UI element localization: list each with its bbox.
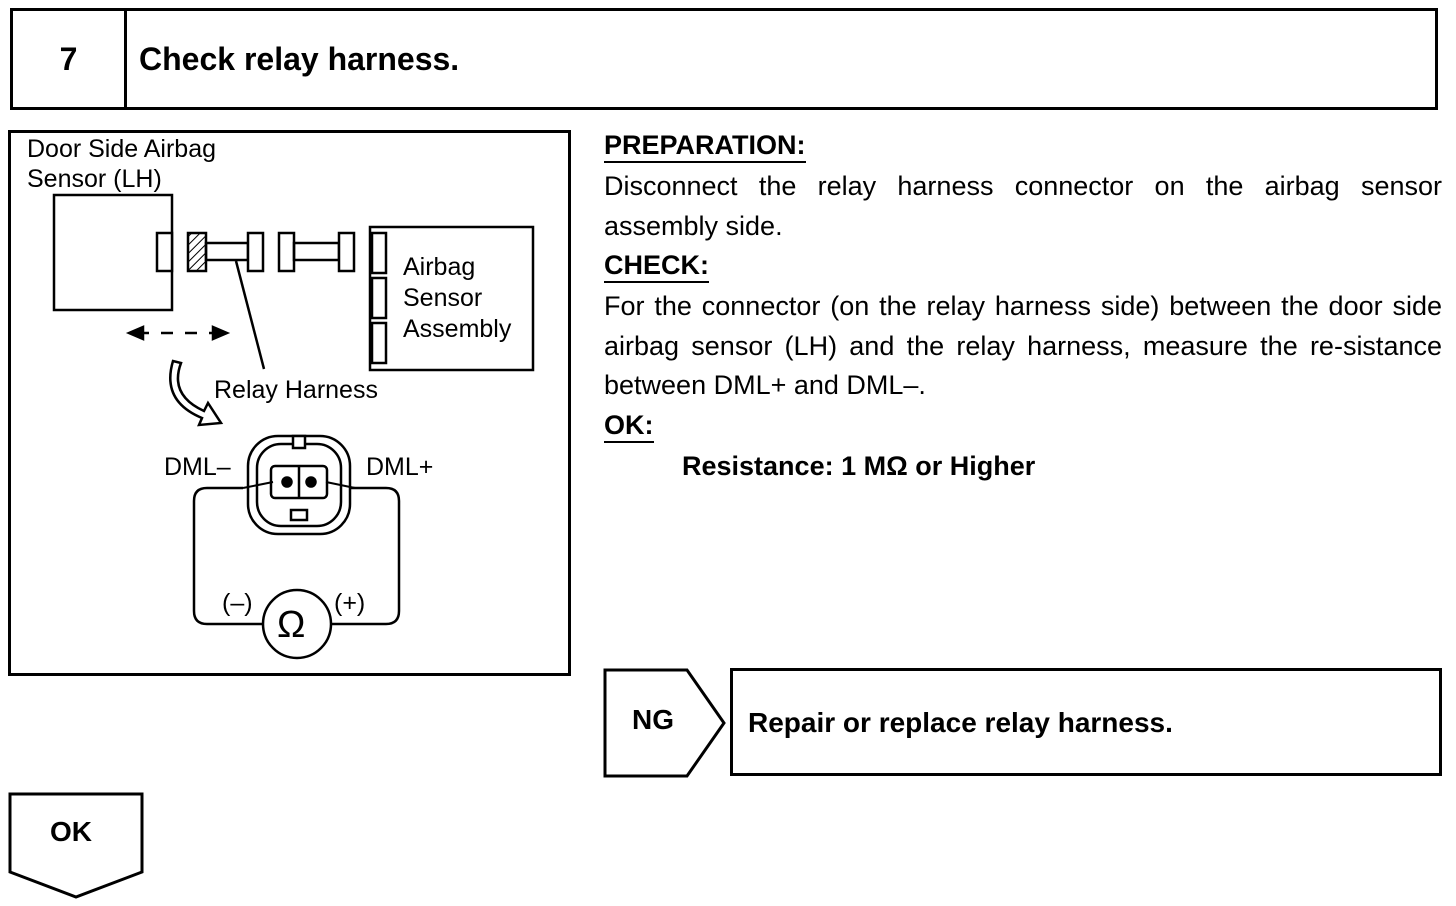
terminal-minus-label: DML– — [164, 453, 231, 481]
door-sensor-label-line2: Sensor (LH) — [27, 165, 162, 193]
meter-minus-label: (–) — [222, 589, 253, 617]
ng-action-box: Repair or replace relay harness. — [730, 668, 1442, 776]
door-sensor-label-line1: Door Side Airbag — [27, 135, 217, 163]
terminal-plus-label: DML+ — [366, 453, 434, 481]
ok-arrow — [8, 792, 144, 899]
airbag-assembly-body — [368, 225, 535, 372]
ok-label: OK — [50, 816, 92, 847]
ng-action-text: Repair or replace relay harness. — [748, 707, 1173, 738]
door-sensor-connector — [155, 231, 174, 273]
check-text: For the connector (on the relay harness … — [604, 291, 1442, 400]
meter-plus-label: (+) — [334, 589, 366, 617]
measurement-wire — [192, 486, 263, 626]
preparation-heading: PREPARATION: — [604, 129, 806, 163]
door-sensor-body — [52, 193, 174, 312]
airbag-assembly-label-line1: Airbag — [403, 253, 476, 281]
disconnect-arrow — [125, 325, 145, 341]
step-header: 7 Check relay harness. — [10, 8, 1438, 110]
ok-heading: OK: — [604, 409, 654, 443]
curved-arrow — [169, 359, 224, 427]
preparation-text: Disconnect the relay harness connector o… — [604, 171, 1442, 241]
relay-harness-label: Relay Harness — [214, 376, 378, 404]
airbag-assembly-label-line3: Assembly — [403, 315, 512, 343]
relay-connector-hatched — [186, 231, 208, 273]
check-heading: CHECK: — [604, 249, 709, 283]
instructions: PREPARATION: Disconnect the relay harnes… — [604, 126, 1442, 486]
wiring-illustration: Door Side Airbag Sensor (LH) Airbag Sens… — [8, 130, 571, 676]
ohmmeter — [261, 588, 333, 660]
relay-harness-leader — [234, 260, 266, 370]
ng-label: NG — [632, 704, 674, 735]
step-number: 7 — [13, 11, 127, 107]
airbag-assembly-label-line2: Sensor — [403, 284, 483, 312]
step-title: Check relay harness. — [139, 41, 460, 77]
ng-arrow — [603, 668, 726, 778]
connector-diagram — [52, 193, 535, 660]
ohm-icon: Ω — [277, 604, 306, 646]
ok-spec: Resistance: 1 MΩ or Higher — [682, 450, 1036, 481]
